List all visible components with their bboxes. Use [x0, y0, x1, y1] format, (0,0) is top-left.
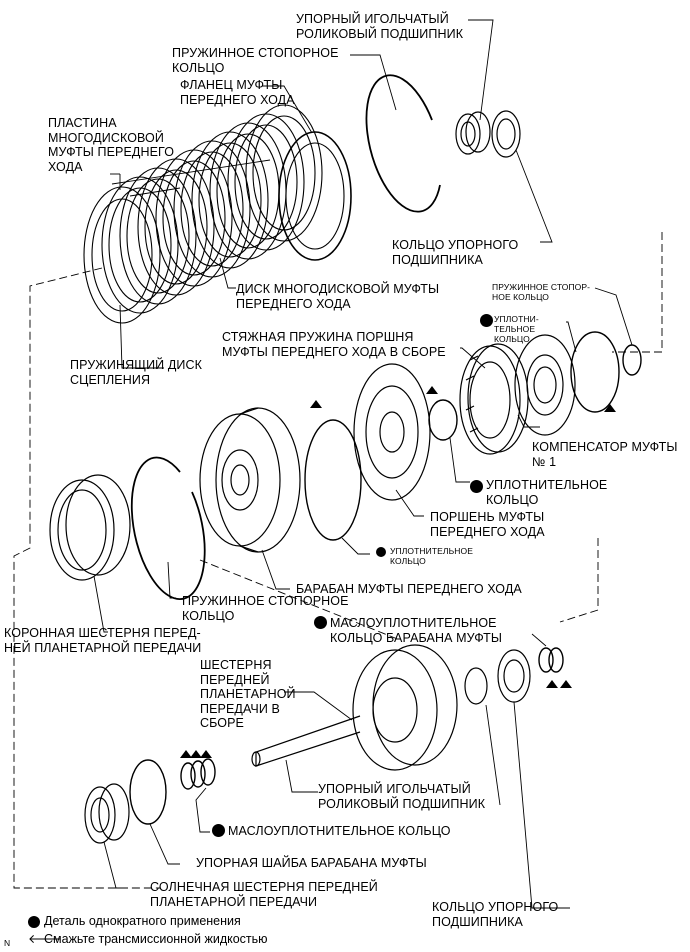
drum-seal-ring-drawing [304, 419, 362, 541]
label-clutch-plate: ПЛАСТИНА МНОГОДИСКОВОЙ МУФТЫ ПЕРЕДНЕГО Х… [48, 116, 175, 174]
label-drum: БАРАБАН МУФТЫ ПЕРЕДНЕГО ХОДА [296, 582, 522, 596]
assembly-guide-lines [13, 232, 663, 889]
label-planetary-gear: ШЕСТЕРНЯ ПЕРЕДНЕЙ ПЛАНЕТАРНОЙ ПЕРЕДАЧИ В… [200, 658, 296, 730]
label-piston: ПОРШЕНЬ МУФТЫ ПЕРЕДНЕГО ХОДА [430, 510, 545, 539]
piston-drawing [353, 363, 431, 501]
thrust-washer-drawing [129, 759, 167, 825]
legend-coat-fluid-text: Смажьте трансмиссионной жидкостью [44, 932, 268, 946]
non-reusable-mark [314, 616, 327, 629]
legend-coat-fluid: 🡐Смажьте трансмиссионной жидкостью [28, 932, 268, 947]
label-thrust-washer: УПОРНАЯ ШАЙБА БАРАБАНА МУФТЫ [196, 856, 427, 870]
label-seal-ring-small: УПЛОТНИ- ТЕЛЬНОЕ КОЛЬЦО [480, 314, 539, 344]
label-clutch-disc: ДИСК МНОГОДИСКОВОЙ МУФТЫ ПЕРЕДНЕГО ХОДА [236, 282, 440, 311]
oil-seal-rings-bottom-drawing [180, 758, 216, 790]
label-drum-oil-seal: МАСЛОУПЛОТНИТЕЛЬНОЕ КОЛЬЦО БАРАБАНА МУФТ… [314, 616, 502, 645]
label-needle-bearing-bottom: УПОРНЫЙ ИГОЛЬЧАТЫЙ РОЛИКОВЫЙ ПОДШИПНИК [318, 782, 486, 811]
piston-seal-ring-drawing [428, 399, 458, 441]
non-reusable-mark [376, 547, 386, 557]
non-reusable-mark [212, 824, 225, 837]
clutch-pack-drawing [83, 104, 352, 324]
label-compensator: КОМПЕНСАТОР МУФТЫ № 1 [532, 440, 678, 469]
compensator-drawing [514, 334, 576, 436]
legend-non-reusable: Деталь однократного применения [28, 914, 241, 929]
label-cushion-plate: ПРУЖИНЯЩИЙ ДИСК СЦЕПЛЕНИЯ [70, 358, 202, 387]
label-snap-ring-mid: ПРУЖИННОЕ СТОПОРНОЕ КОЛЬЦО [182, 594, 349, 623]
clutch-drum-drawing [199, 407, 301, 553]
leader-lines [93, 19, 633, 909]
snap-ring-mid-drawing [130, 456, 206, 600]
label-return-spring: СТЯЖНАЯ ПРУЖИНА ПОРШНЯ МУФТЫ ПЕРЕДНЕГО Х… [222, 330, 446, 359]
label-bearing-race-bottom: КОЛЬЦО УПОРНОГО ПОДШИПНИКА [432, 900, 559, 929]
label-snap-ring-top: ПРУЖИННОЕ СТОПОРНОЕ КОЛЬЦО [172, 46, 339, 75]
label-bearing-race-top: КОЛЬЦО УПОРНОГО ПОДШИПНИКА [392, 238, 519, 267]
label-sun-gear: СОЛНЕЧНАЯ ШЕСТЕРНЯ ПЕРЕДНЕЙ ПЛАНЕТАРНОЙ … [150, 880, 378, 909]
non-reusable-icon [28, 915, 40, 928]
label-seal-ring-lower: УПЛОТНИТЕЛЬНОЕ КОЛЬЦО [376, 546, 473, 566]
label-needle-bearing-top: УПОРНЫЙ ИГОЛЬЧАТЫЙ РОЛИКОВЫЙ ПОДШИПНИК [296, 12, 464, 41]
corner-mark: N [4, 938, 11, 948]
label-seal-ring-mid: УПЛОТНИТЕЛЬНОЕ КОЛЬЦО [470, 478, 607, 507]
ring-gear-drawing [49, 474, 131, 581]
non-reusable-mark [470, 480, 483, 493]
left-arrow-icon: 🡐 [28, 932, 62, 946]
lube-arrows [180, 386, 616, 758]
planetary-gear-drawing [251, 644, 458, 771]
needle-bearing-bottom-drawing [464, 667, 488, 705]
label-flange: ФЛАНЕЦ МУФТЫ ПЕРЕДНЕГО ХОДА [180, 78, 295, 107]
drum-oil-seal-rings-drawing [538, 647, 564, 673]
bearing-race-bottom-drawing [497, 649, 531, 703]
label-snap-ring-small: ПРУЖИННОЕ СТОПОР- НОЕ КОЛЬЦО [492, 282, 591, 302]
snap-ring-small-drawing [622, 344, 642, 376]
label-oil-seal-ring: МАСЛОУПЛОТНИТЕЛЬНОЕ КОЛЬЦО [212, 824, 451, 839]
return-spring-drawing [459, 343, 529, 455]
seal-ring-right-drawing [570, 331, 620, 413]
bearing-race-top-drawing [491, 110, 521, 158]
label-ring-gear: КОРОННАЯ ШЕСТЕРНЯ ПЕРЕД- НЕЙ ПЛАНЕТАРНОЙ… [4, 626, 202, 655]
needle-bearing-top-drawing [455, 111, 491, 155]
snap-ring-top-drawing [365, 74, 441, 213]
non-reusable-mark [480, 314, 493, 327]
sun-gear-drawing [84, 783, 130, 844]
legend-non-reusable-text: Деталь однократного применения [44, 914, 241, 928]
